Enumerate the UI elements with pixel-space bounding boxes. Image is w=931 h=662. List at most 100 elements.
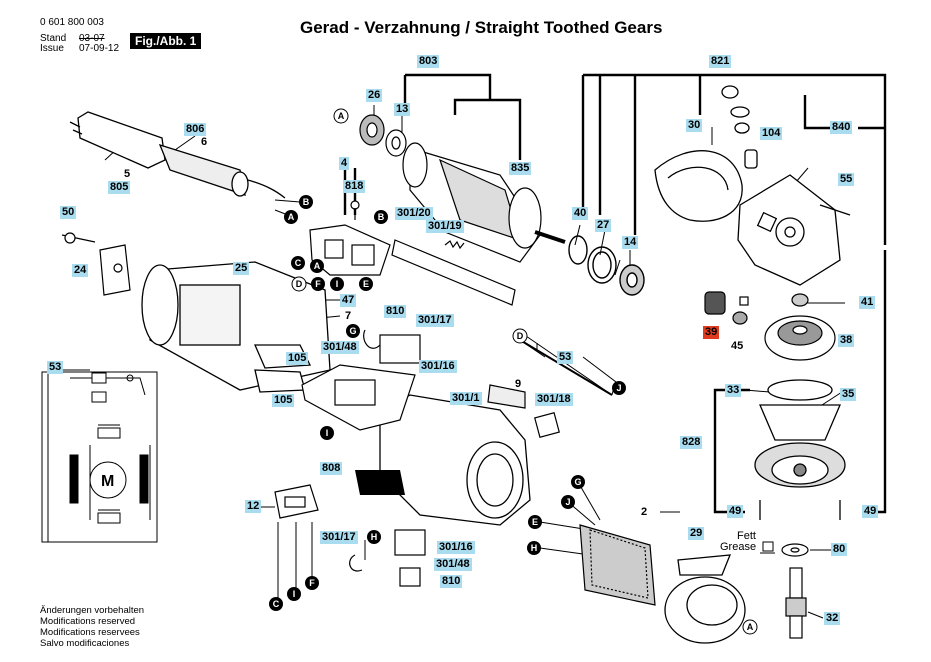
part-label-805[interactable]: 805 — [108, 181, 131, 194]
part-label-840[interactable]: 840 — [830, 121, 853, 134]
part-label-47[interactable]: 47 — [340, 294, 357, 307]
part-label-301-19[interactable]: 301/19 — [426, 220, 464, 233]
footer-line-de: Änderungen vorbehalten — [40, 605, 145, 616]
part-label-55[interactable]: 55 — [838, 173, 855, 186]
svg-text:E: E — [363, 279, 369, 289]
stand-date: 03-07 — [79, 33, 105, 44]
marker-C-1[interactable]: C — [291, 256, 305, 270]
grease-marker — [760, 541, 775, 554]
svg-text:I: I — [336, 279, 339, 289]
marker-I-1[interactable]: I — [330, 277, 344, 291]
marker-J-1[interactable]: J — [612, 381, 626, 395]
part-label-301-1[interactable]: 301/1 — [450, 392, 482, 405]
footer-line-es: Salvo modificaciones — [40, 638, 130, 649]
brush-holder — [309, 200, 391, 276]
part-label-301-48-a[interactable]: 301/48 — [321, 341, 359, 354]
part-label-50[interactable]: 50 — [60, 206, 77, 219]
part-label-301-16-a[interactable]: 301/16 — [419, 360, 457, 373]
svg-text:I: I — [326, 428, 329, 438]
gear-head — [721, 85, 851, 286]
marker-A-1[interactable]: A — [284, 210, 298, 224]
part-label-53-a[interactable]: 53 — [47, 361, 64, 374]
marker-A-bottom[interactable]: A — [742, 619, 758, 635]
part-label-49-a[interactable]: 49 — [727, 505, 744, 518]
marker-D-2[interactable]: D — [512, 328, 528, 344]
bevel-gear-38 — [764, 293, 836, 361]
part-label-13[interactable]: 13 — [394, 103, 411, 116]
wiring-diagram — [41, 371, 158, 543]
marker-E-2[interactable]: E — [528, 515, 542, 529]
part-label-810-b[interactable]: 810 — [440, 575, 463, 588]
part-label-818[interactable]: 818 — [343, 180, 366, 193]
part-label-301-48-b[interactable]: 301/48 — [434, 558, 472, 571]
marker-D-1[interactable]: D — [291, 276, 307, 292]
part-label-26[interactable]: 26 — [366, 89, 383, 102]
housing-frame — [301, 364, 416, 431]
part-label-105-a[interactable]: 105 — [286, 352, 309, 365]
marker-F-1[interactable]: F — [311, 277, 325, 291]
marker-G-1[interactable]: G — [346, 324, 360, 338]
part-label-38[interactable]: 38 — [838, 334, 855, 347]
svg-text:B: B — [303, 197, 310, 207]
marker-E-1[interactable]: E — [359, 277, 373, 291]
marker-I-3[interactable]: I — [287, 587, 301, 601]
part-label-30[interactable]: 30 — [686, 119, 703, 132]
motor-symbol-text: M — [101, 473, 114, 490]
marker-I-2[interactable]: I — [320, 426, 334, 440]
part-label-104[interactable]: 104 — [760, 127, 783, 140]
part-label-301-16-b[interactable]: 301/16 — [437, 541, 475, 554]
part-label-33[interactable]: 33 — [725, 384, 742, 397]
part-label-27[interactable]: 27 — [595, 219, 612, 232]
part-label-24[interactable]: 24 — [72, 264, 89, 277]
part-label-80[interactable]: 80 — [831, 543, 848, 556]
part-label-301-17-a[interactable]: 301/17 — [416, 314, 454, 327]
part-label-301-18[interactable]: 301/18 — [535, 393, 573, 406]
svg-text:C: C — [273, 599, 280, 609]
plug-and-cable — [69, 111, 286, 199]
part-label-12[interactable]: 12 — [245, 500, 262, 513]
marker-A-top[interactable]: A — [333, 108, 349, 124]
part-label-32[interactable]: 32 — [824, 612, 841, 625]
svg-text:G: G — [574, 477, 581, 487]
svg-text:H: H — [371, 532, 378, 542]
stand-label: Stand — [40, 33, 67, 44]
part-label-828[interactable]: 828 — [680, 436, 703, 449]
part-label-810-a[interactable]: 810 — [384, 305, 407, 318]
marker-B-2[interactable]: B — [374, 210, 388, 224]
part-label-4[interactable]: 4 — [339, 157, 350, 170]
page-title: Gerad - Verzahnung / Straight Toothed Ge… — [300, 18, 663, 37]
part-label-39[interactable]: 39 — [703, 326, 720, 339]
part-label-41[interactable]: 41 — [859, 296, 876, 309]
marker-F-2[interactable]: F — [305, 576, 319, 590]
marker-C-2[interactable]: C — [269, 597, 283, 611]
part-label-803[interactable]: 803 — [417, 55, 440, 68]
motor-housing — [141, 261, 331, 393]
part-label-53-b[interactable]: 53 — [557, 351, 574, 364]
marker-A-2[interactable]: A — [310, 259, 324, 273]
rings — [568, 235, 645, 296]
part-label-40[interactable]: 40 — [572, 207, 589, 220]
part-label-105-b[interactable]: 105 — [272, 394, 295, 407]
marker-J-2[interactable]: J — [561, 495, 575, 509]
part-label-821[interactable]: 821 — [709, 55, 732, 68]
part-number-6: 6 — [201, 136, 208, 148]
part-label-301-20[interactable]: 301/20 — [395, 207, 433, 220]
part-label-808[interactable]: 808 — [320, 462, 343, 475]
part-label-806[interactable]: 806 — [184, 123, 207, 136]
part-label-29[interactable]: 29 — [688, 527, 705, 540]
part-label-835[interactable]: 835 — [509, 162, 532, 175]
marker-H-1[interactable]: H — [367, 530, 381, 544]
part-label-49-b[interactable]: 49 — [862, 505, 879, 518]
part-label-301-17-b[interactable]: 301/17 — [320, 531, 358, 544]
marker-G-2[interactable]: G — [571, 475, 585, 489]
part-label-25[interactable]: 25 — [233, 262, 250, 275]
marker-H-2[interactable]: H — [527, 541, 541, 555]
svg-text:H: H — [531, 543, 538, 553]
part-label-35[interactable]: 35 — [840, 388, 857, 401]
part-number-9: 9 — [515, 378, 522, 390]
marker-B-1[interactable]: B — [299, 195, 313, 209]
part-label-14[interactable]: 14 — [622, 236, 639, 249]
